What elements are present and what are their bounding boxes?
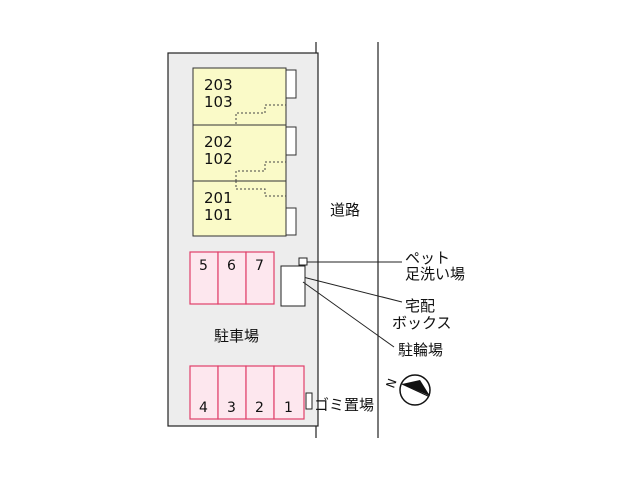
parking-spaces-top: 5 6 7: [189, 251, 275, 305]
bicycle-parking-leader: [302, 281, 395, 348]
road-label: 道路: [330, 201, 360, 219]
unit-block-202-102: [192, 124, 287, 182]
stair-line-1: [235, 104, 286, 124]
delivery-box-label-line2: ボックス: [392, 314, 452, 332]
parking-spaces-bottom: 4 3 2 1: [189, 365, 305, 420]
parking-number-7: 7: [255, 258, 264, 274]
stair-line-3: [235, 181, 286, 197]
parking-space-6: [217, 251, 247, 305]
delivery-box-leader: [290, 273, 403, 303]
bicycle-parking-marker: [280, 265, 306, 307]
parking-number-4: 4: [199, 400, 208, 416]
parking-number-6: 6: [227, 258, 236, 274]
unit-label-101: 101: [204, 206, 233, 224]
parking-number-1: 1: [284, 400, 293, 416]
bicycle-parking-label: 駐輪場: [398, 341, 443, 359]
unit-label-201: 201: [204, 189, 233, 207]
parking-space-3: [217, 365, 247, 420]
parking-label: 駐車場: [214, 327, 259, 345]
unit-block-203-103: [192, 67, 287, 126]
unit-label-203: 203: [204, 76, 233, 94]
parking-space-7: [245, 251, 275, 305]
building-units: 203 103 202 102 201 101: [192, 67, 297, 237]
parking-space-5: [189, 251, 219, 305]
unit-201-balcony: [285, 207, 297, 236]
unit-203-balcony: [285, 69, 297, 99]
parking-number-3: 3: [227, 400, 236, 416]
garbage-area-label: ゴミ置場: [314, 396, 374, 414]
unit-label-102: 102: [204, 150, 233, 168]
parking-space-1: [273, 365, 305, 420]
north-letter: N: [383, 377, 399, 390]
unit-block-201-101: [192, 180, 287, 237]
north-arrow-icon: N: [383, 374, 431, 406]
parking-number-2: 2: [255, 400, 264, 416]
unit-202-balcony: [285, 126, 297, 156]
unit-label-202: 202: [204, 133, 233, 151]
unit-label-103: 103: [204, 93, 233, 111]
pet-footwash-label-line1: ペット: [405, 249, 450, 267]
parking-space-2: [245, 365, 275, 420]
parking-space-4: [189, 365, 219, 420]
pet-footwash-label-line2: 足洗い場: [405, 265, 465, 283]
parking-number-5: 5: [199, 258, 208, 274]
garbage-area-marker: [305, 392, 313, 410]
delivery-box-label-line1: 宅配: [405, 297, 435, 315]
pet-footwash-marker: [298, 257, 308, 266]
